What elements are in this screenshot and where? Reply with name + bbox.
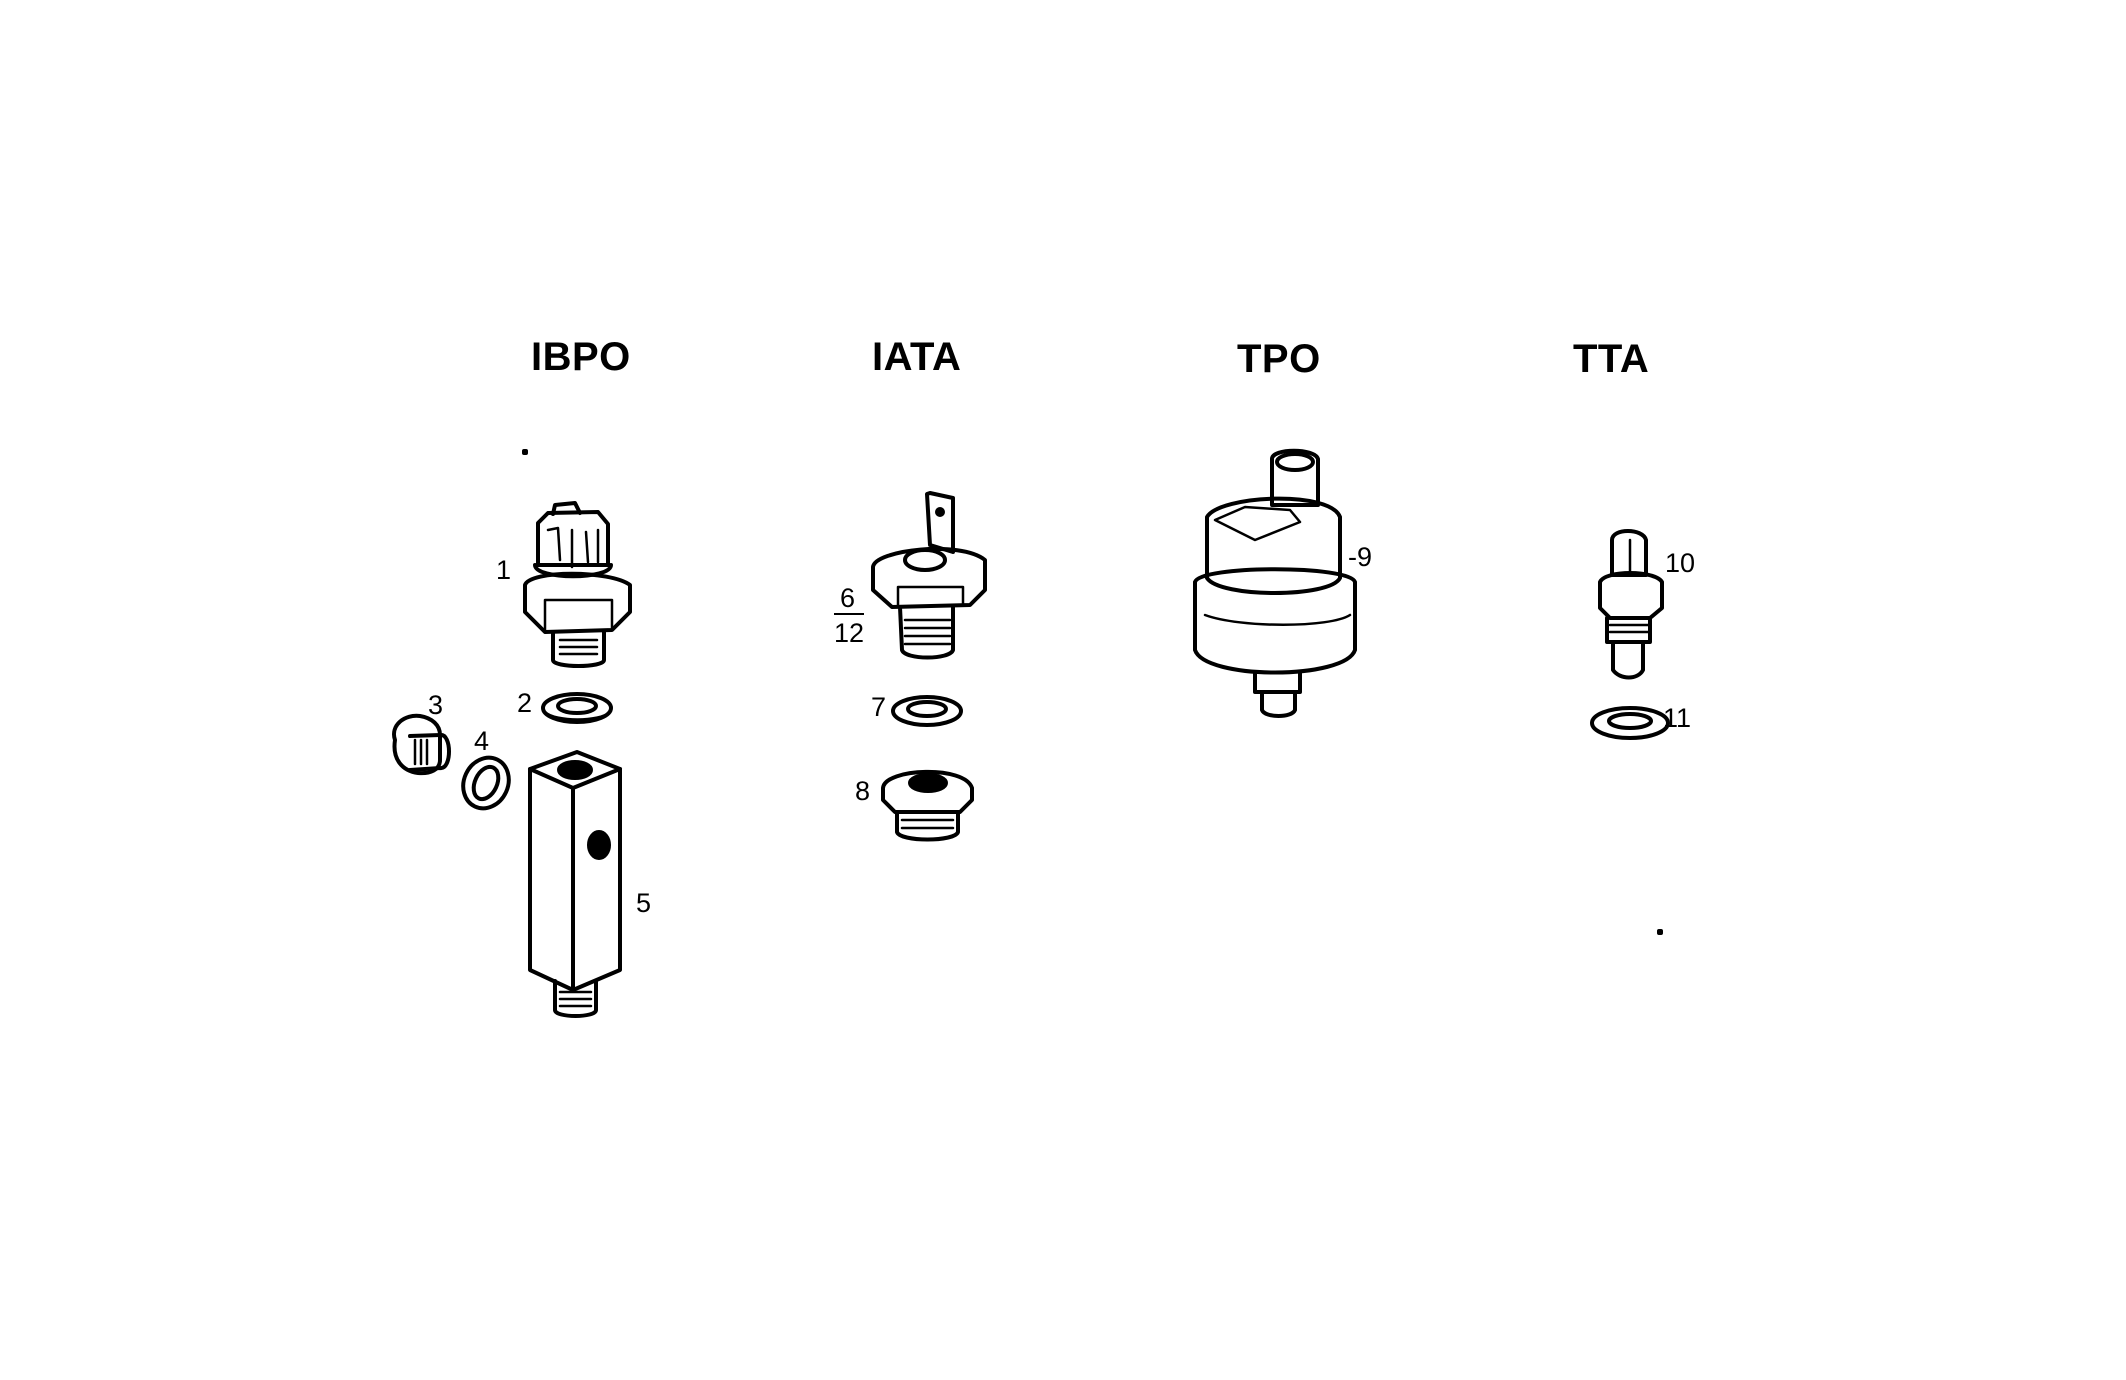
callout-12: 12 bbox=[834, 618, 865, 648]
part-5-adapter-block-icon bbox=[528, 750, 622, 1018]
group-heading-iata: IATA bbox=[872, 335, 962, 379]
callout-8: 8 bbox=[855, 776, 871, 806]
part-9-pressure-sender-icon bbox=[1193, 448, 1357, 718]
callout-3: 3 bbox=[428, 690, 444, 720]
part-7-washer-icon bbox=[891, 695, 963, 727]
callout-6: 6 bbox=[840, 583, 856, 613]
callout-2: 2 bbox=[517, 688, 533, 718]
callout-11: 11 bbox=[1663, 703, 1692, 733]
callout-7: 7 bbox=[871, 692, 887, 722]
part-2-washer-icon bbox=[541, 692, 613, 724]
callout-5: 5 bbox=[636, 888, 652, 918]
part-1-pressure-switch-icon bbox=[523, 501, 632, 668]
part-8-adapter-nut-icon bbox=[881, 769, 974, 842]
part-10-temperature-sender-icon bbox=[1598, 529, 1664, 680]
part-3-plug-icon bbox=[392, 713, 451, 776]
callout-4: 4 bbox=[474, 726, 490, 756]
part-6-switch-spade-icon bbox=[871, 491, 987, 660]
group-heading-ibpo: IBPO bbox=[531, 335, 631, 379]
callout-9: -9 bbox=[1348, 542, 1373, 572]
callout-10: 10 bbox=[1665, 548, 1696, 578]
group-heading-tpo: TPO bbox=[1237, 337, 1321, 381]
part-11-washer-icon bbox=[1590, 706, 1670, 740]
callout-1: 1 bbox=[496, 555, 512, 585]
callout-fraction-line bbox=[834, 613, 864, 615]
group-heading-tta: TTA bbox=[1573, 337, 1650, 381]
part-4-washer-icon bbox=[461, 755, 511, 811]
